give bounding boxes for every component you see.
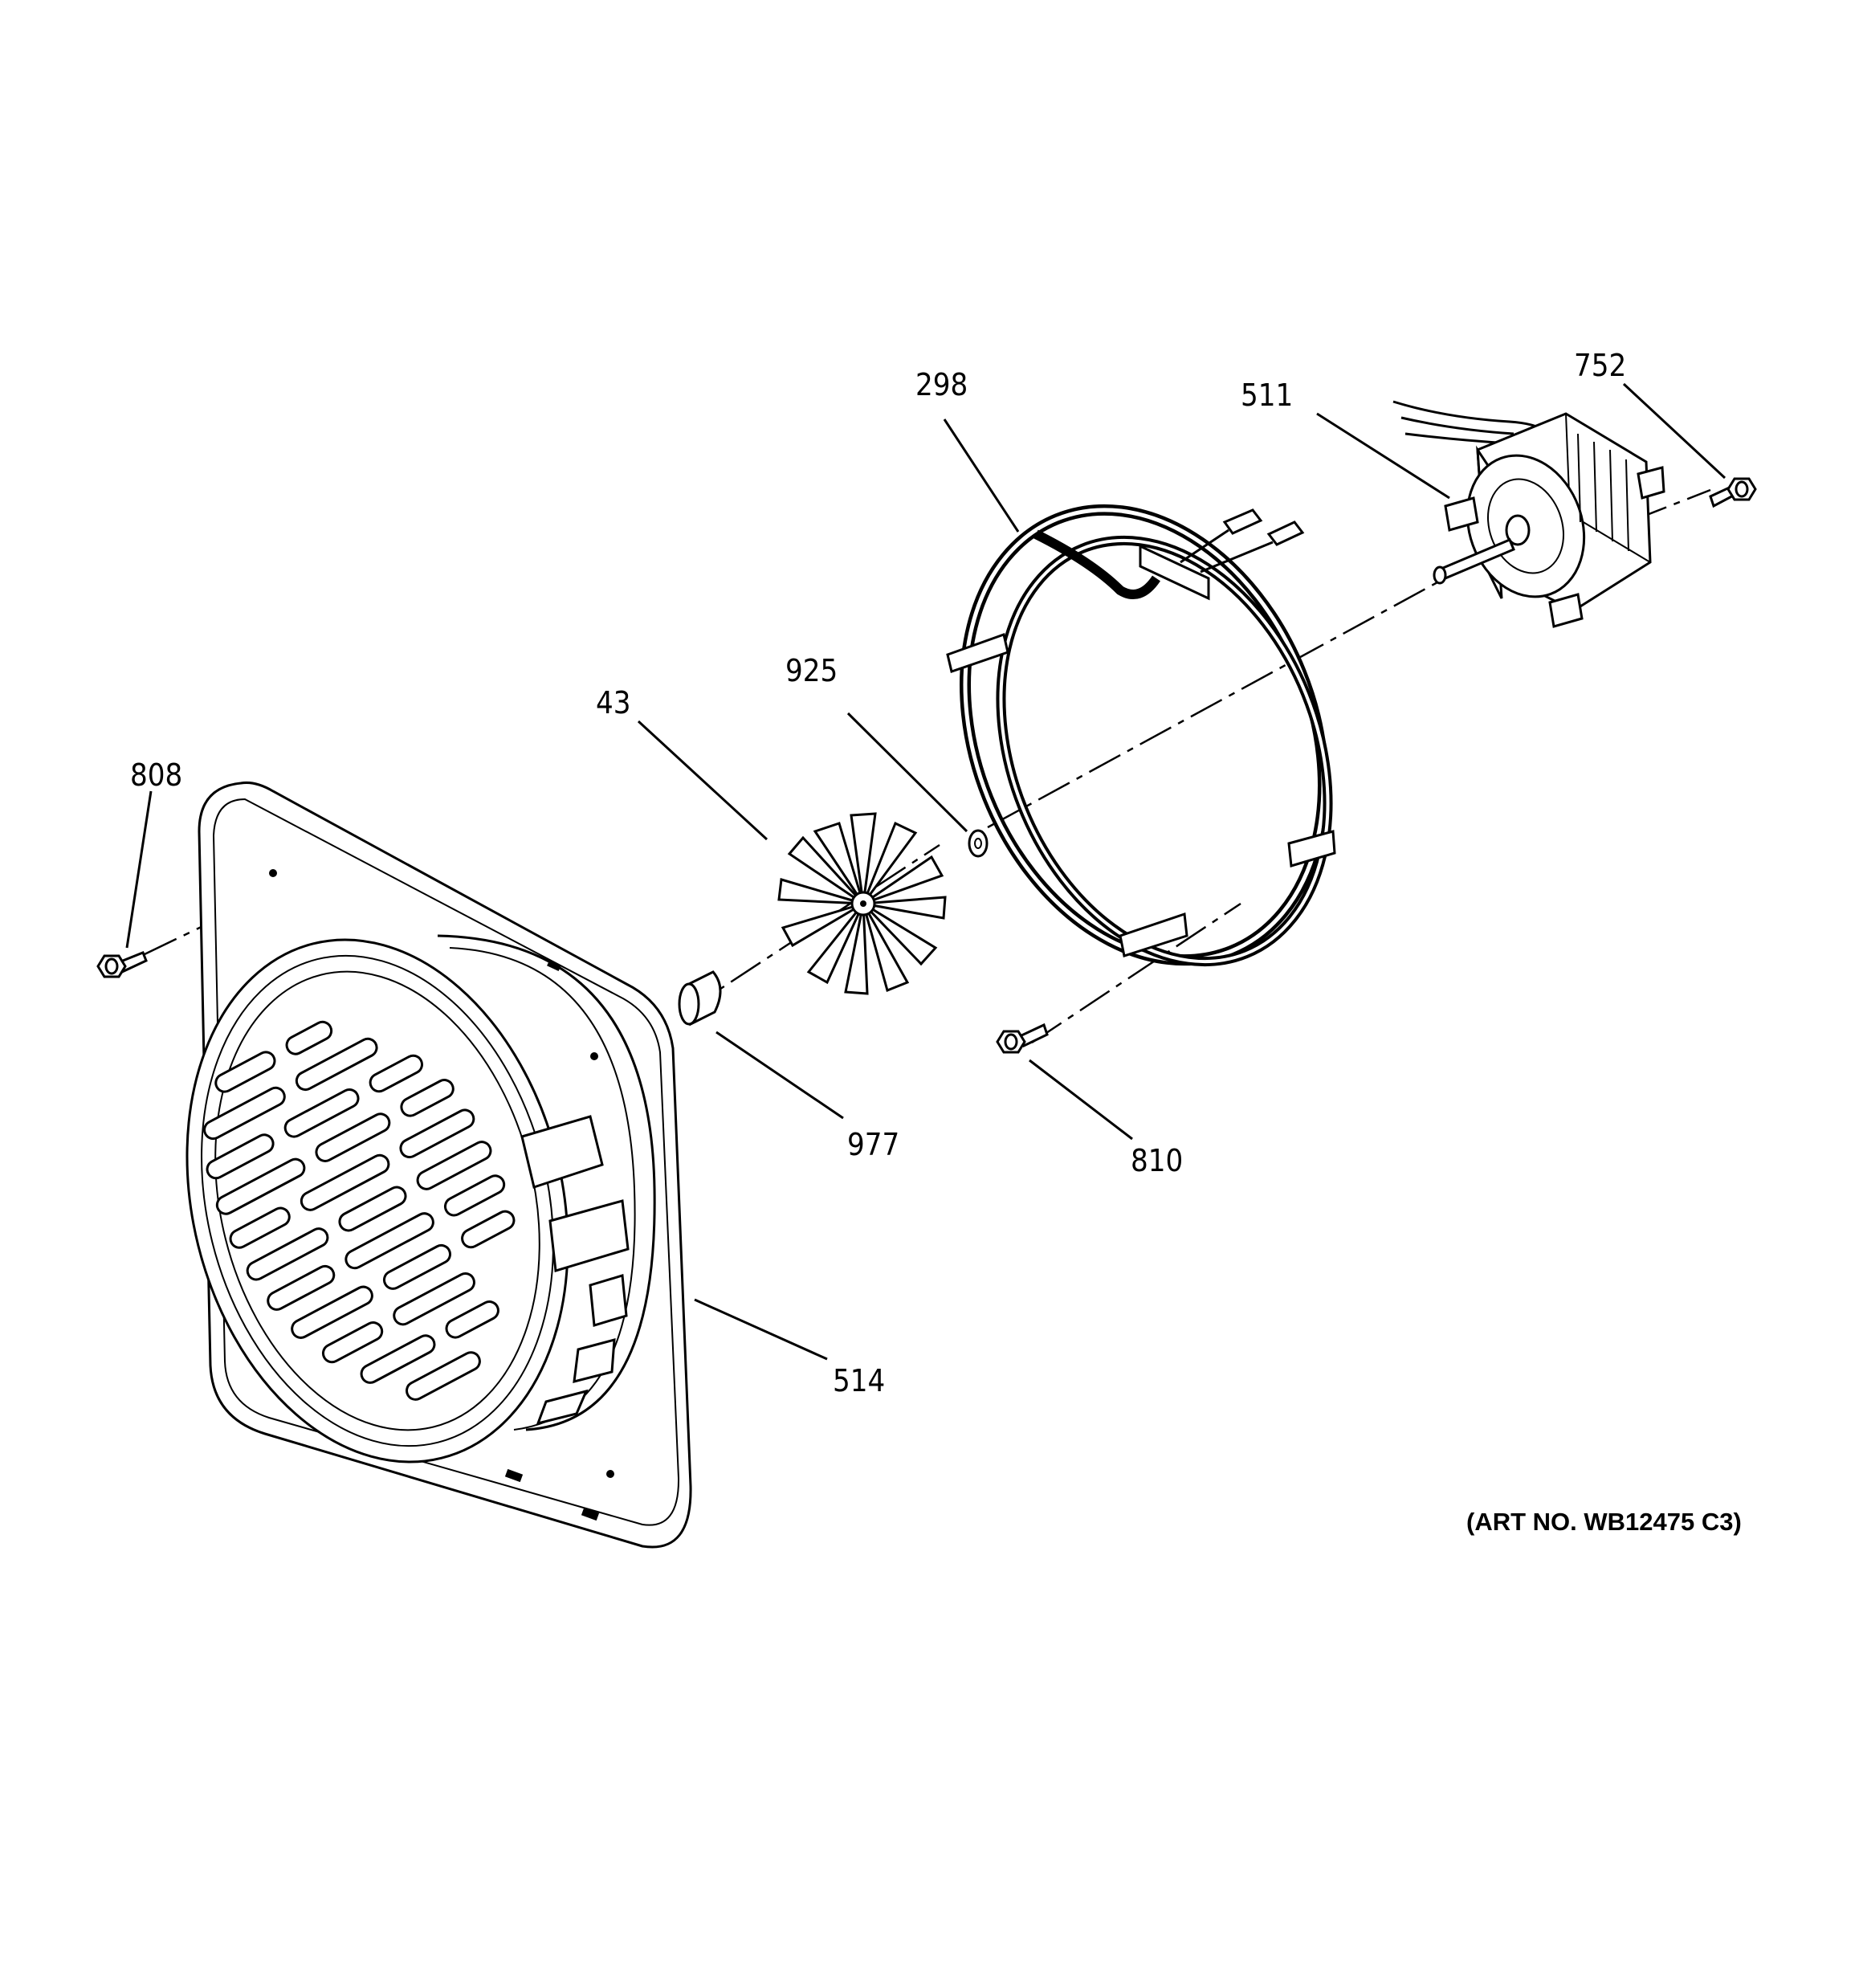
art-number: (ART NO. WB12475 C3) [1466,1508,1742,1536]
callout-752: 752 [1574,348,1626,383]
fan-blade-43[interactable] [777,812,947,995]
callout-514: 514 [833,1363,885,1398]
callout-808: 808 [130,757,182,793]
hub-977[interactable] [678,970,722,1027]
screw-808[interactable] [96,951,148,978]
callout-labels: 298 511 752 925 43 808 977 810 514 [130,348,1626,1398]
callout-810: 810 [1131,1143,1183,1178]
callout-925: 925 [785,653,838,688]
callout-511: 511 [1241,378,1293,413]
washer-925[interactable] [968,829,989,858]
fan-cover-panel[interactable] [134,782,692,1549]
leader-lines [125,382,1726,1361]
screw-752[interactable] [1709,477,1757,508]
heating-element-298[interactable] [901,455,1388,1014]
callout-298: 298 [915,367,968,402]
screw-810[interactable] [996,1023,1049,1054]
fan-cover-grille [203,1020,516,1401]
callout-43: 43 [596,685,631,720]
callout-977: 977 [847,1127,899,1162]
fan-motor-511[interactable] [1392,400,1665,628]
